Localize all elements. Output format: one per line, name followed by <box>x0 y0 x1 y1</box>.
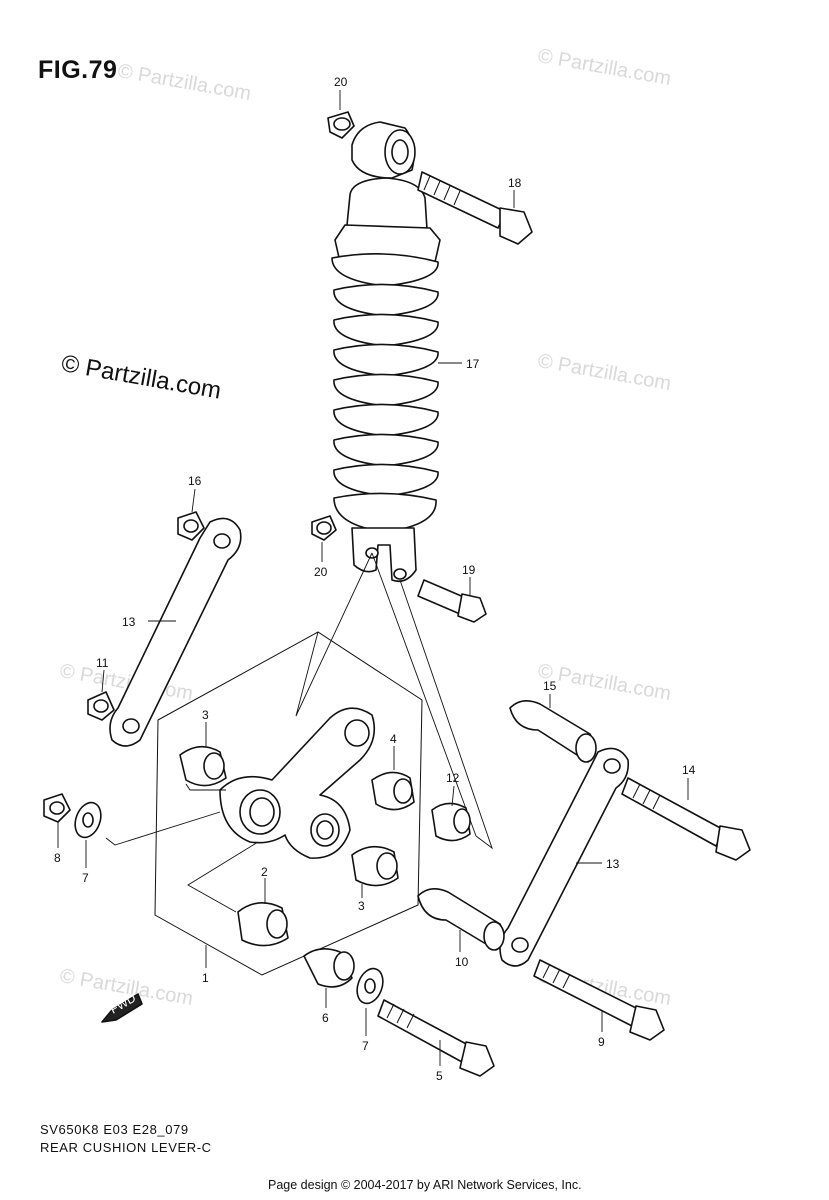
callout-15: 15 <box>543 679 557 693</box>
model-code: SV650K8 E03 E28_079 <box>40 1122 189 1137</box>
nut-11 <box>87 691 115 721</box>
spacer-15 <box>509 700 597 763</box>
callout-3: 3 <box>358 899 365 913</box>
bolt-14 <box>621 777 751 861</box>
bearing-4 <box>371 771 415 811</box>
callout-8: 8 <box>54 851 61 865</box>
callout-14: 14 <box>682 763 696 777</box>
forward-direction-marker: FWD <box>101 991 143 1023</box>
nut-20-top <box>327 111 355 139</box>
coil-spring <box>331 253 439 533</box>
spacer-12 <box>431 802 471 842</box>
callout-leaders <box>57 90 689 1066</box>
washer-7-right <box>356 967 384 1005</box>
callout-11: 11 <box>96 656 109 670</box>
figure-title: FIG.79 <box>38 56 118 84</box>
callout-labels: 20 18 17 16 20 19 13 11 3 4 15 12 14 13 … <box>54 75 696 1083</box>
callout-1: 1 <box>202 971 209 985</box>
callout-13: 13 <box>122 615 136 629</box>
callout-4: 4 <box>390 732 397 746</box>
callout-2: 2 <box>261 865 268 879</box>
nut-8 <box>43 793 71 823</box>
bearing-2 <box>237 902 289 947</box>
callout-13: 13 <box>606 857 620 871</box>
page-design-credit: Page design © 2004-2017 by ARI Network S… <box>268 1178 582 1192</box>
callout-16: 16 <box>188 474 202 488</box>
callout-9: 9 <box>598 1035 605 1049</box>
callout-7: 7 <box>362 1039 369 1053</box>
bolt-19 <box>417 579 487 623</box>
callout-6: 6 <box>322 1011 329 1025</box>
rear-shock-absorber <box>331 121 441 583</box>
callout-3: 3 <box>202 708 209 722</box>
callout-5: 5 <box>436 1069 443 1083</box>
washer-7-left <box>74 801 102 839</box>
bearing-3-lower <box>351 845 399 887</box>
bolt-9 <box>533 959 665 1041</box>
cushion-lever <box>219 707 376 859</box>
nut-20-bottom <box>311 515 337 541</box>
spacer-10 <box>417 888 505 951</box>
callout-18: 18 <box>508 176 522 190</box>
bolt-5 <box>377 999 495 1077</box>
callout-20: 20 <box>334 75 348 89</box>
spacer-6 <box>303 948 355 988</box>
callout-17: 17 <box>466 357 480 371</box>
bolt-18 <box>417 171 533 245</box>
callout-19: 19 <box>462 563 476 577</box>
callout-7: 7 <box>82 871 89 885</box>
bearing-3-upper <box>179 745 227 787</box>
nut-16 <box>177 511 205 541</box>
callout-10: 10 <box>455 955 469 969</box>
tie-rod-13-left <box>109 517 242 747</box>
callout-12: 12 <box>446 771 460 785</box>
figure-caption: REAR CUSHION LEVER-C <box>40 1140 212 1155</box>
callout-20: 20 <box>314 565 328 579</box>
